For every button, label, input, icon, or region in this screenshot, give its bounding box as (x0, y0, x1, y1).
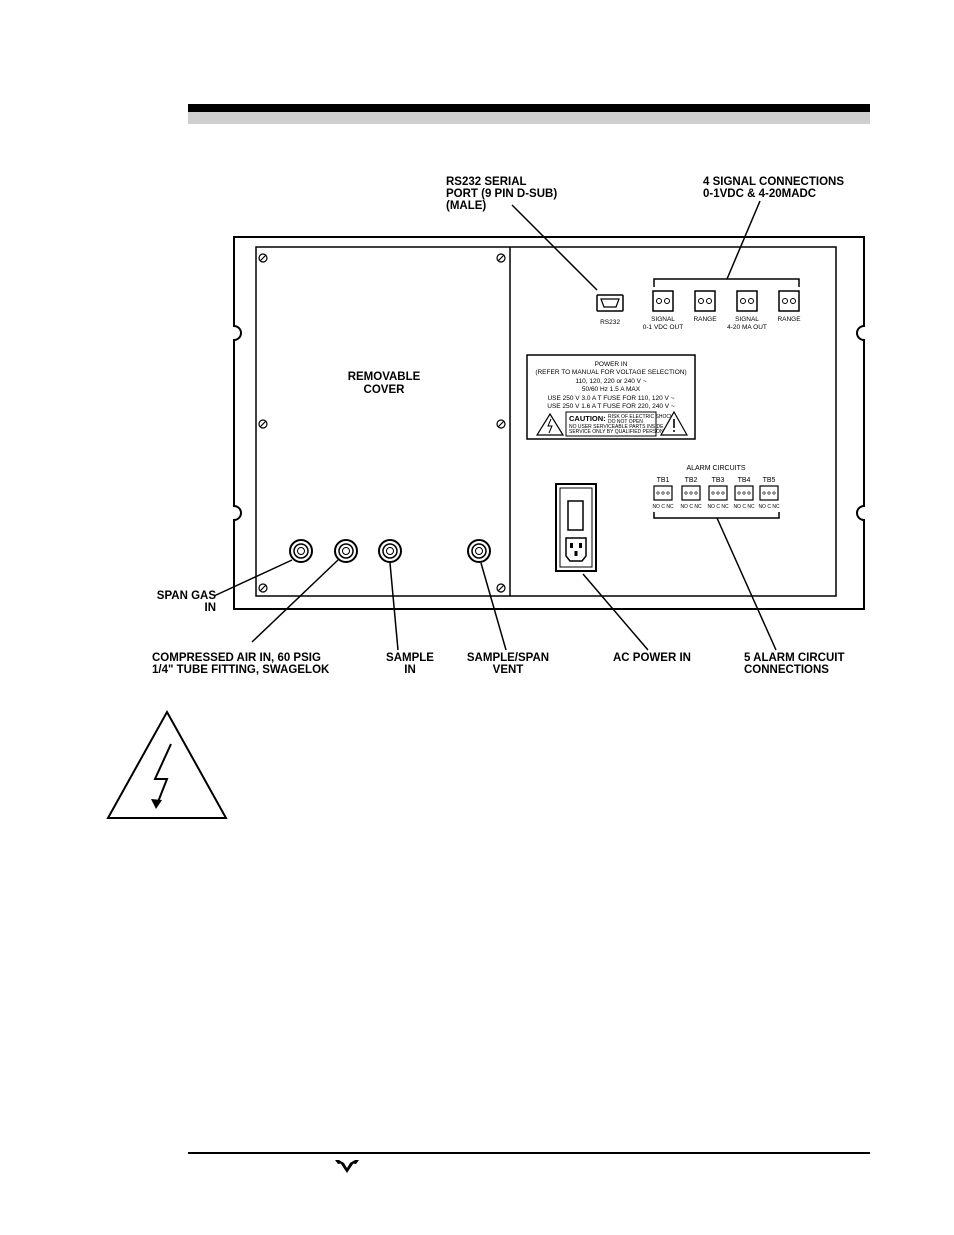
power-label-line2: (REFER TO MANUAL FOR VOLTAGE SELECTION) (535, 369, 686, 376)
caution-side-line1: RISK OF ELECTRIC SHOCK (608, 414, 674, 420)
vent-callout-line2: VENT (493, 664, 524, 676)
header-rule-gray (188, 112, 870, 124)
terminal-block-icon (734, 485, 754, 501)
signal-callout-line2: 0-1VDC & 4-20MADC (703, 188, 816, 200)
air-callout-line1: COMPRESSED AIR IN, 60 PSIG (152, 652, 321, 664)
vent-fitting (467, 539, 491, 563)
vent-callout-line1: SAMPLE/SPAN (467, 652, 549, 664)
sample-callout-line2: IN (404, 664, 416, 676)
power-label-line4: 50/60 Hz 1.5 A MAX (582, 386, 641, 393)
air-callout-line2: 1/4" TUBE FITTING, SWAGELOK (152, 664, 330, 676)
iec-inlet-icon (565, 537, 587, 562)
rs232-callout-line3: (MALE) (446, 200, 486, 212)
power-label-line3: 110, 120, 220 or 240 V ~ (575, 378, 646, 385)
company-logo-icon (335, 1160, 359, 1173)
term-signal-vdc-line2: 0-1 VDC OUT (643, 324, 683, 331)
power-label-line6: USE 250 V 1.6 A T FUSE FOR 220, 240 V ~ (547, 403, 675, 410)
terminal-block-icon (708, 485, 728, 501)
sample-callout-line1: SAMPLE (386, 652, 434, 664)
tb3-pins: NO C NC (707, 504, 729, 510)
cover-label-line1: REMOVABLE (348, 371, 421, 383)
terminal-block-icon (652, 290, 674, 312)
span-gas-callout-line1: SPAN GAS (157, 590, 217, 602)
span-gas-callout-line2: IN (205, 602, 217, 614)
tb5-label: TB5 (763, 477, 776, 484)
signal-bracket (653, 278, 800, 287)
caution-body-line1: NO USER SERVICEABLE PARTS INSIDE (569, 424, 664, 430)
electrical-hazard-warning-icon (106, 709, 228, 819)
terminal-block-icon (759, 485, 779, 501)
caution-title: CAUTION: (569, 414, 606, 423)
tb5-pins: NO C NC (758, 504, 780, 510)
tb3-block: TB3 NO C NC (707, 477, 729, 510)
caution-side-line2: DO NOT OPEN (608, 419, 643, 425)
rs232-callout-line2: PORT (9 PIN D-SUB) (446, 188, 557, 200)
ac-power-callout: AC POWER IN (613, 652, 691, 664)
tb4-pins: NO C NC (733, 504, 755, 510)
tb4-label: TB4 (738, 477, 751, 484)
leader-lines (213, 200, 777, 651)
terminal-block-icon (694, 290, 716, 312)
tb1-block: TB1 NO C NC (652, 477, 674, 510)
terminal-block-icon (681, 485, 701, 501)
alarm-bracket (653, 512, 780, 519)
power-label-line5: USE 250 V 3.0 A T FUSE FOR 110, 120 V ~ (547, 395, 674, 402)
chassis-outline (233, 236, 865, 610)
sample-in-fitting (378, 539, 402, 563)
cover-label-line2: COVER (364, 384, 406, 396)
tb2-block: TB2 NO C NC (680, 477, 702, 510)
cover-screws (258, 253, 506, 593)
ac-power-module (555, 483, 597, 572)
header-rule-black (188, 104, 870, 112)
signal-callout-line1: 4 SIGNAL CONNECTIONS (703, 176, 844, 188)
alarm-callout-line2: CONNECTIONS (744, 664, 829, 676)
term-range-2: RANGE (777, 316, 801, 323)
tb1-label: TB1 (657, 477, 670, 484)
term-range-1: RANGE (693, 316, 717, 323)
gas-fittings (289, 539, 491, 563)
tb4-block: TB4 NO C NC (733, 477, 755, 510)
tb5-block: TB5 NO C NC (758, 477, 780, 510)
shock-hazard-icon (535, 412, 565, 436)
warning-exclamation-icon (659, 410, 689, 436)
term-signal-ma-line2: 4-20 MA OUT (727, 324, 767, 331)
tb2-pins: NO C NC (680, 504, 702, 510)
term-signal-ma-line1: SIGNAL (735, 316, 759, 323)
alarm-callout-line1: 5 ALARM CIRCUIT (744, 652, 845, 664)
power-label-line1: POWER IN (595, 361, 628, 368)
compressed-air-fitting (334, 539, 358, 563)
rs232-callout-line1: RS232 SERIAL (446, 176, 527, 188)
power-switch-icon (567, 500, 584, 531)
terminal-block-icon (778, 290, 800, 312)
caution-body-line2: SERVICE ONLY BY QUALIFIED PERSONNEL (569, 429, 674, 435)
terminal-block-icon (653, 485, 673, 501)
rear-panel-inner (255, 246, 837, 597)
caution-box (565, 411, 657, 437)
rs232-panel-label: RS232 (600, 319, 620, 326)
span-gas-fitting (289, 539, 313, 563)
tb1-pins: NO C NC (652, 504, 674, 510)
tb2-label: TB2 (685, 477, 698, 484)
alarm-terminals: TB1 NO C NC TB2 NO C NC TB3 NO C NC TB4 … (652, 477, 780, 510)
tb3-label: TB3 (712, 477, 725, 484)
terminal-block-icon (736, 290, 758, 312)
footer-rule (188, 1152, 870, 1154)
rs232-connector-icon (596, 294, 624, 312)
alarm-circuits-title: ALARM CIRCUITS (686, 465, 745, 472)
term-signal-vdc-line1: SIGNAL (651, 316, 675, 323)
signal-terminals (652, 290, 800, 312)
